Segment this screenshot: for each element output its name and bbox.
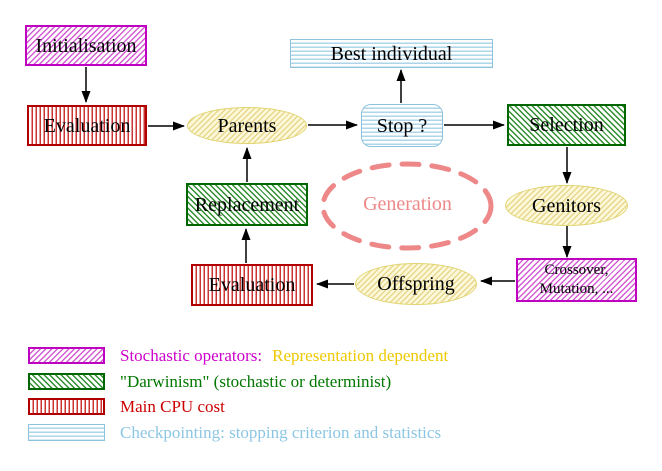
- legend-swatch-checkpointing: [28, 424, 105, 441]
- flow-arrows: [81, 67, 572, 289]
- node-evaluation-top: Evaluation: [27, 105, 147, 146]
- legend-label-darwinism: "Darwinism" (stochastic or determinist): [120, 372, 392, 391]
- legend-swatch-stochastic-operators: [28, 347, 105, 364]
- legend-swatch-cpu-cost: [28, 398, 105, 415]
- crossover-line2: Mutation, ...: [539, 281, 614, 297]
- legend-label-cpu-cost: Main CPU cost: [120, 397, 225, 416]
- node-best-individual: Best individual: [290, 39, 493, 68]
- generation-dashed-ellipse: [320, 161, 494, 251]
- generation-label: Generation: [363, 193, 452, 215]
- node-selection: Selection: [507, 104, 626, 146]
- legend-swatch-darwinism: [28, 373, 105, 390]
- node-parents: Parents: [187, 107, 307, 144]
- node-initialisation: Initialisation: [25, 25, 147, 66]
- node-offspring: Offspring: [355, 263, 477, 305]
- node-replacement: Replacement: [186, 183, 308, 226]
- crossover-line1: Crossover,: [544, 262, 609, 279]
- node-genitors: Genitors: [505, 185, 628, 226]
- legend-label-checkpointing: Checkpointing: stopping criterion and st…: [120, 423, 442, 442]
- legend-text-stochastic: Stochastic operators:: [120, 346, 263, 365]
- legend-label-stochastic-operators: Stochastic operators: Representation depe…: [120, 347, 448, 365]
- node-stop: Stop ?: [361, 104, 443, 147]
- node-crossover-mutation: Crossover, Mutation, ...: [516, 258, 637, 302]
- legend-text-representation-dependent: Representation dependent: [272, 346, 449, 365]
- node-evaluation-bottom: Evaluation: [191, 264, 313, 306]
